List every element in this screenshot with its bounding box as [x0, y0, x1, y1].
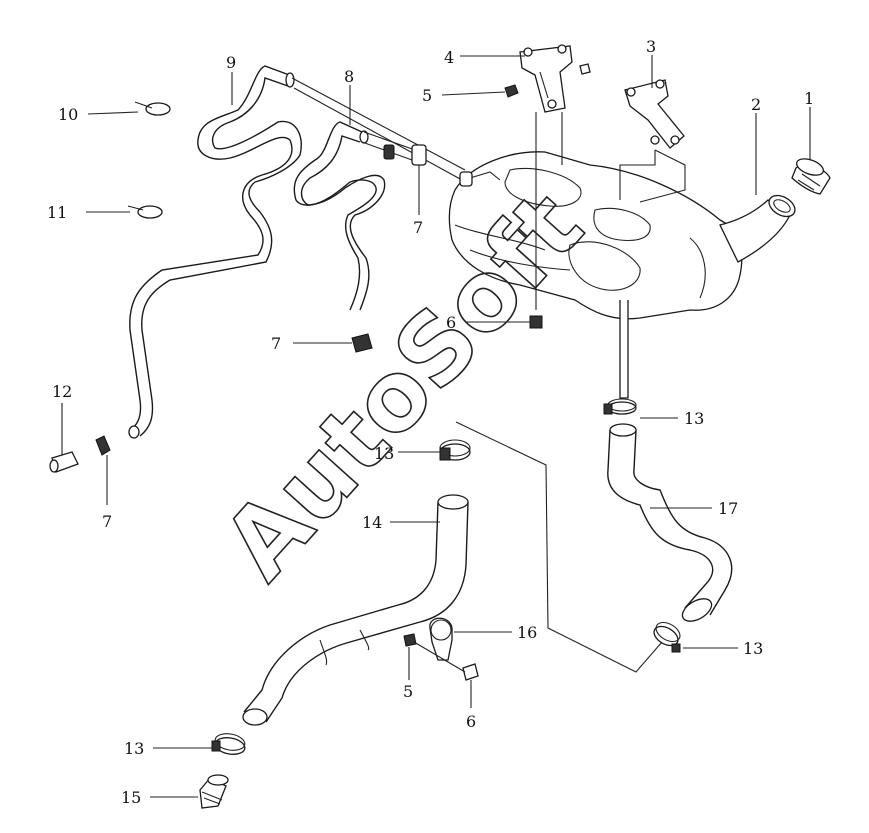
- callout-9: 9: [226, 53, 236, 72]
- callout-2: 2: [751, 95, 761, 114]
- valve-12: [49, 451, 79, 473]
- connector-15: [199, 774, 229, 809]
- clamp-13-bottom: [211, 733, 246, 755]
- callout-4: 4: [444, 48, 454, 67]
- leader-lines: [61, 55, 811, 798]
- callout-12: 12: [52, 382, 72, 401]
- callout-7-left: 7: [102, 512, 112, 531]
- clamp-13-lowright: [653, 621, 681, 653]
- bracket-3: [619, 79, 686, 203]
- hose-14: [242, 494, 469, 726]
- vent-hose-8: [291, 77, 466, 311]
- callout-14: 14: [362, 513, 382, 532]
- hose-17: [603, 398, 733, 622]
- callout-6-top: 6: [446, 313, 456, 332]
- callout-13-lowright: 13: [743, 639, 763, 658]
- callout-8: 8: [344, 67, 354, 86]
- callout-labels: 1 2 3 4 5 9 8 10 11 7 7 12 7 6 13 13 14 …: [47, 37, 814, 807]
- callout-7-tank: 7: [413, 218, 423, 237]
- fuel-tank: [448, 151, 796, 399]
- vent-hose-9: [128, 65, 302, 439]
- callout-5-top: 5: [422, 86, 432, 105]
- callout-15: 15: [121, 788, 141, 807]
- callout-3: 3: [646, 37, 656, 56]
- callout-13-right: 13: [684, 409, 704, 428]
- callout-7-mid: 7: [271, 334, 281, 353]
- clamps-7: [95, 144, 473, 456]
- callout-6-bottom: 6: [466, 712, 476, 731]
- nut-5-top: [504, 63, 591, 98]
- callout-13-bottom: 13: [124, 739, 144, 758]
- callout-17: 17: [718, 499, 738, 518]
- bracket-4: [519, 44, 573, 310]
- bolt-6-top: [529, 315, 543, 329]
- callout-10: 10: [58, 105, 78, 124]
- callout-1: 1: [804, 89, 814, 108]
- rings: [127, 101, 171, 219]
- callout-5-bottom: 5: [403, 682, 413, 701]
- callout-16: 16: [517, 623, 537, 642]
- clamp-13-mid: [439, 421, 663, 673]
- callout-13-mid: 13: [374, 444, 394, 463]
- bracket-16: [403, 617, 479, 681]
- filler-cap: [791, 158, 831, 195]
- callout-11: 11: [47, 203, 67, 222]
